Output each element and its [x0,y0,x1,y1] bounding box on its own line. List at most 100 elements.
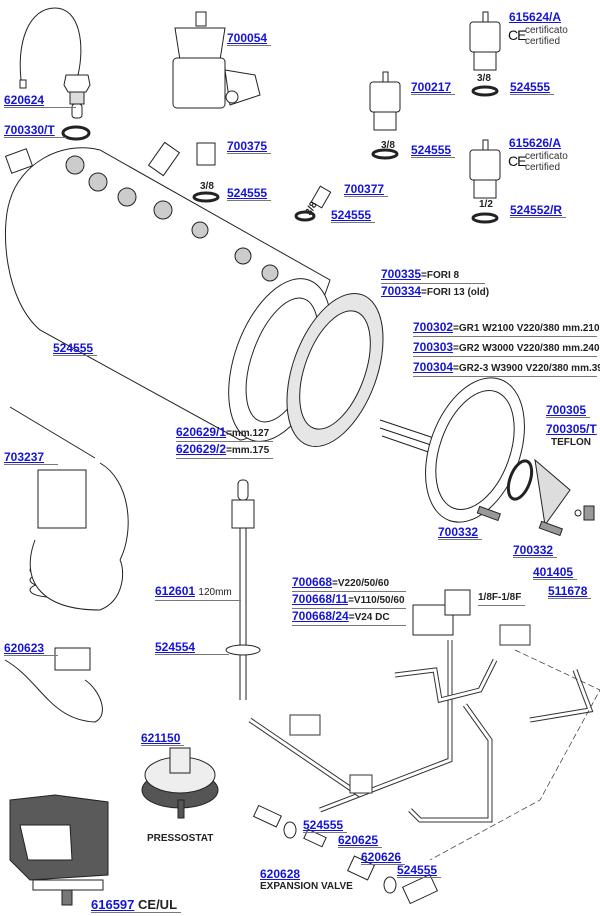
label-700303[interactable]: 700303=GR2 W3000 V220/380 mm.240 [413,340,600,357]
label-700332[interactable]: 700332 [513,543,558,558]
part-number[interactable]: 700335 [381,267,422,281]
part-number[interactable]: 700054 [227,31,268,45]
label-511678[interactable]: 511678 [548,584,592,599]
part-number[interactable]: 524552/R [510,203,563,217]
part-number[interactable]: 616597 [91,897,135,912]
label-703237[interactable]: 703237 [4,450,58,465]
part-note: CE/UL [138,897,178,912]
label-620629-1[interactable]: 620629/1=mm.127 [176,425,274,442]
part-note: =V24 DC [348,612,390,623]
label-620628[interactable]: 620628 [260,867,304,881]
label-620623[interactable]: 620623 [4,641,58,656]
label-616597[interactable]: 616597 CE/UL [91,897,182,913]
label-700375[interactable]: 700375 [227,139,272,154]
label-612601[interactable]: 612601 120mm [155,584,241,601]
part-number[interactable]: 621150 [141,731,181,745]
part-number[interactable]: 703237 [4,450,45,464]
part-number[interactable]: 700375 [227,139,268,153]
label-401405[interactable]: 401405 [533,565,578,580]
part-number[interactable]: 524554 [155,640,196,654]
part-number[interactable]: 700302 [413,320,454,334]
plug-drawing [583,505,595,521]
label-620626[interactable]: 620626 [361,850,406,865]
part-number[interactable]: 620628 [260,867,301,881]
label-524555[interactable]: 524555 [303,818,348,833]
washer-drawing [574,509,582,517]
label-524555[interactable]: 524555 [411,143,456,158]
part-number[interactable]: 524555 [331,208,372,222]
label-615626-a[interactable]: 615626/A [509,136,565,150]
part-number[interactable]: 700668/11 [292,592,349,606]
part-number[interactable]: 700332 [438,525,479,539]
part-number[interactable]: 524555 [397,863,438,877]
part-note: =V110/50/60 [348,595,405,606]
thread-size: 3/8 [381,140,395,151]
label-524554[interactable]: 524554 [155,640,229,655]
part-number[interactable]: 700332 [513,543,554,557]
label-700330-t[interactable]: 700330/T [4,123,66,138]
expansion-valve-drawing [252,804,439,905]
part-number[interactable]: 615626/A [509,136,562,150]
part-number[interactable]: 700305/T [546,422,597,436]
label-524555[interactable]: 524555 [331,208,376,223]
label-524555[interactable]: 524555 [397,863,442,878]
label-524555[interactable]: 524555 [53,341,98,356]
label-700217[interactable]: 700217 [411,80,456,95]
part-number[interactable]: 524555 [227,186,268,200]
part-number[interactable]: 700668/24 [292,609,349,623]
label-620625[interactable]: 620625 [338,833,383,848]
part-number[interactable]: 620629/1 [176,425,227,439]
part-number[interactable]: 524555 [411,143,452,157]
label-700304[interactable]: 700304=GR2-3 W3900 V220/380 mm.390 [413,360,600,377]
label-524552-r[interactable]: 524552/R [510,203,567,218]
part-number[interactable]: 615624/A [509,10,562,24]
label-700305[interactable]: 700305 [546,403,591,418]
part-number[interactable]: 620623 [4,641,45,655]
part-number[interactable]: 524555 [53,341,94,355]
part-number[interactable]: 511678 [548,584,588,598]
part-number[interactable]: 524555 [303,818,344,832]
part-number[interactable]: 620625 [338,833,379,847]
part-note: =GR2-3 W3900 V220/380 mm.390 [453,363,600,374]
thread-size: 3/8 [200,181,214,192]
label-620629-2[interactable]: 620629/2=mm.175 [176,442,274,459]
part-number[interactable]: 700304 [413,360,454,374]
screw-drawing [476,505,502,522]
part-note: =GR2 W3000 V220/380 mm.240 [453,343,600,354]
part-number[interactable]: 612601 [155,584,196,598]
part-number[interactable]: 620624 [4,93,45,107]
label-700332[interactable]: 700332 [438,525,483,540]
label-700335[interactable]: 700335=FORI 8 [381,267,485,284]
part-number[interactable]: 700668 [292,575,333,589]
part-number[interactable]: 401405 [533,565,574,579]
solenoid-valve-drawing [412,589,471,636]
label-700334[interactable]: 700334=FORI 13 (old) [381,284,493,300]
part-number[interactable]: 700303 [413,340,454,354]
label-700668[interactable]: 700668=V220/50/60 [292,575,406,592]
part-number[interactable]: 700217 [411,80,452,94]
heating-element-drawing [379,377,571,527]
pressostat-caption: PRESSOSTAT [147,833,214,844]
ce-mark: CE [508,27,526,43]
label-700668-11[interactable]: 700668/11=V110/50/60 [292,592,406,609]
part-note: 120mm [198,587,232,598]
part-number[interactable]: 700305 [546,403,587,417]
label-524555[interactable]: 524555 [227,186,272,201]
part-number[interactable]: 700377 [344,182,385,196]
fitting-size-label: 1/8F-1/8F [478,589,526,606]
part-note: =FORI 13 (old) [421,287,490,298]
label-700305-t[interactable]: 700305/T [546,422,600,436]
label-620624[interactable]: 620624 [4,93,76,108]
part-number[interactable]: 524555 [510,80,551,94]
label-700377[interactable]: 700377 [344,182,389,197]
label-621150[interactable]: 621150 [141,731,185,746]
part-number[interactable]: 620626 [361,850,402,864]
label-700668-24[interactable]: 700668/24=V24 DC [292,609,406,626]
label-700302[interactable]: 700302=GR1 W2100 V220/380 mm.210 [413,320,600,337]
label-615624-a[interactable]: 615624/A [509,10,565,24]
part-number[interactable]: 700330/T [4,123,55,137]
label-524555[interactable]: 524555 [510,80,555,95]
part-number[interactable]: 620629/2 [176,442,227,456]
label-700054[interactable]: 700054 [227,31,272,46]
part-number[interactable]: 700334 [381,284,422,298]
